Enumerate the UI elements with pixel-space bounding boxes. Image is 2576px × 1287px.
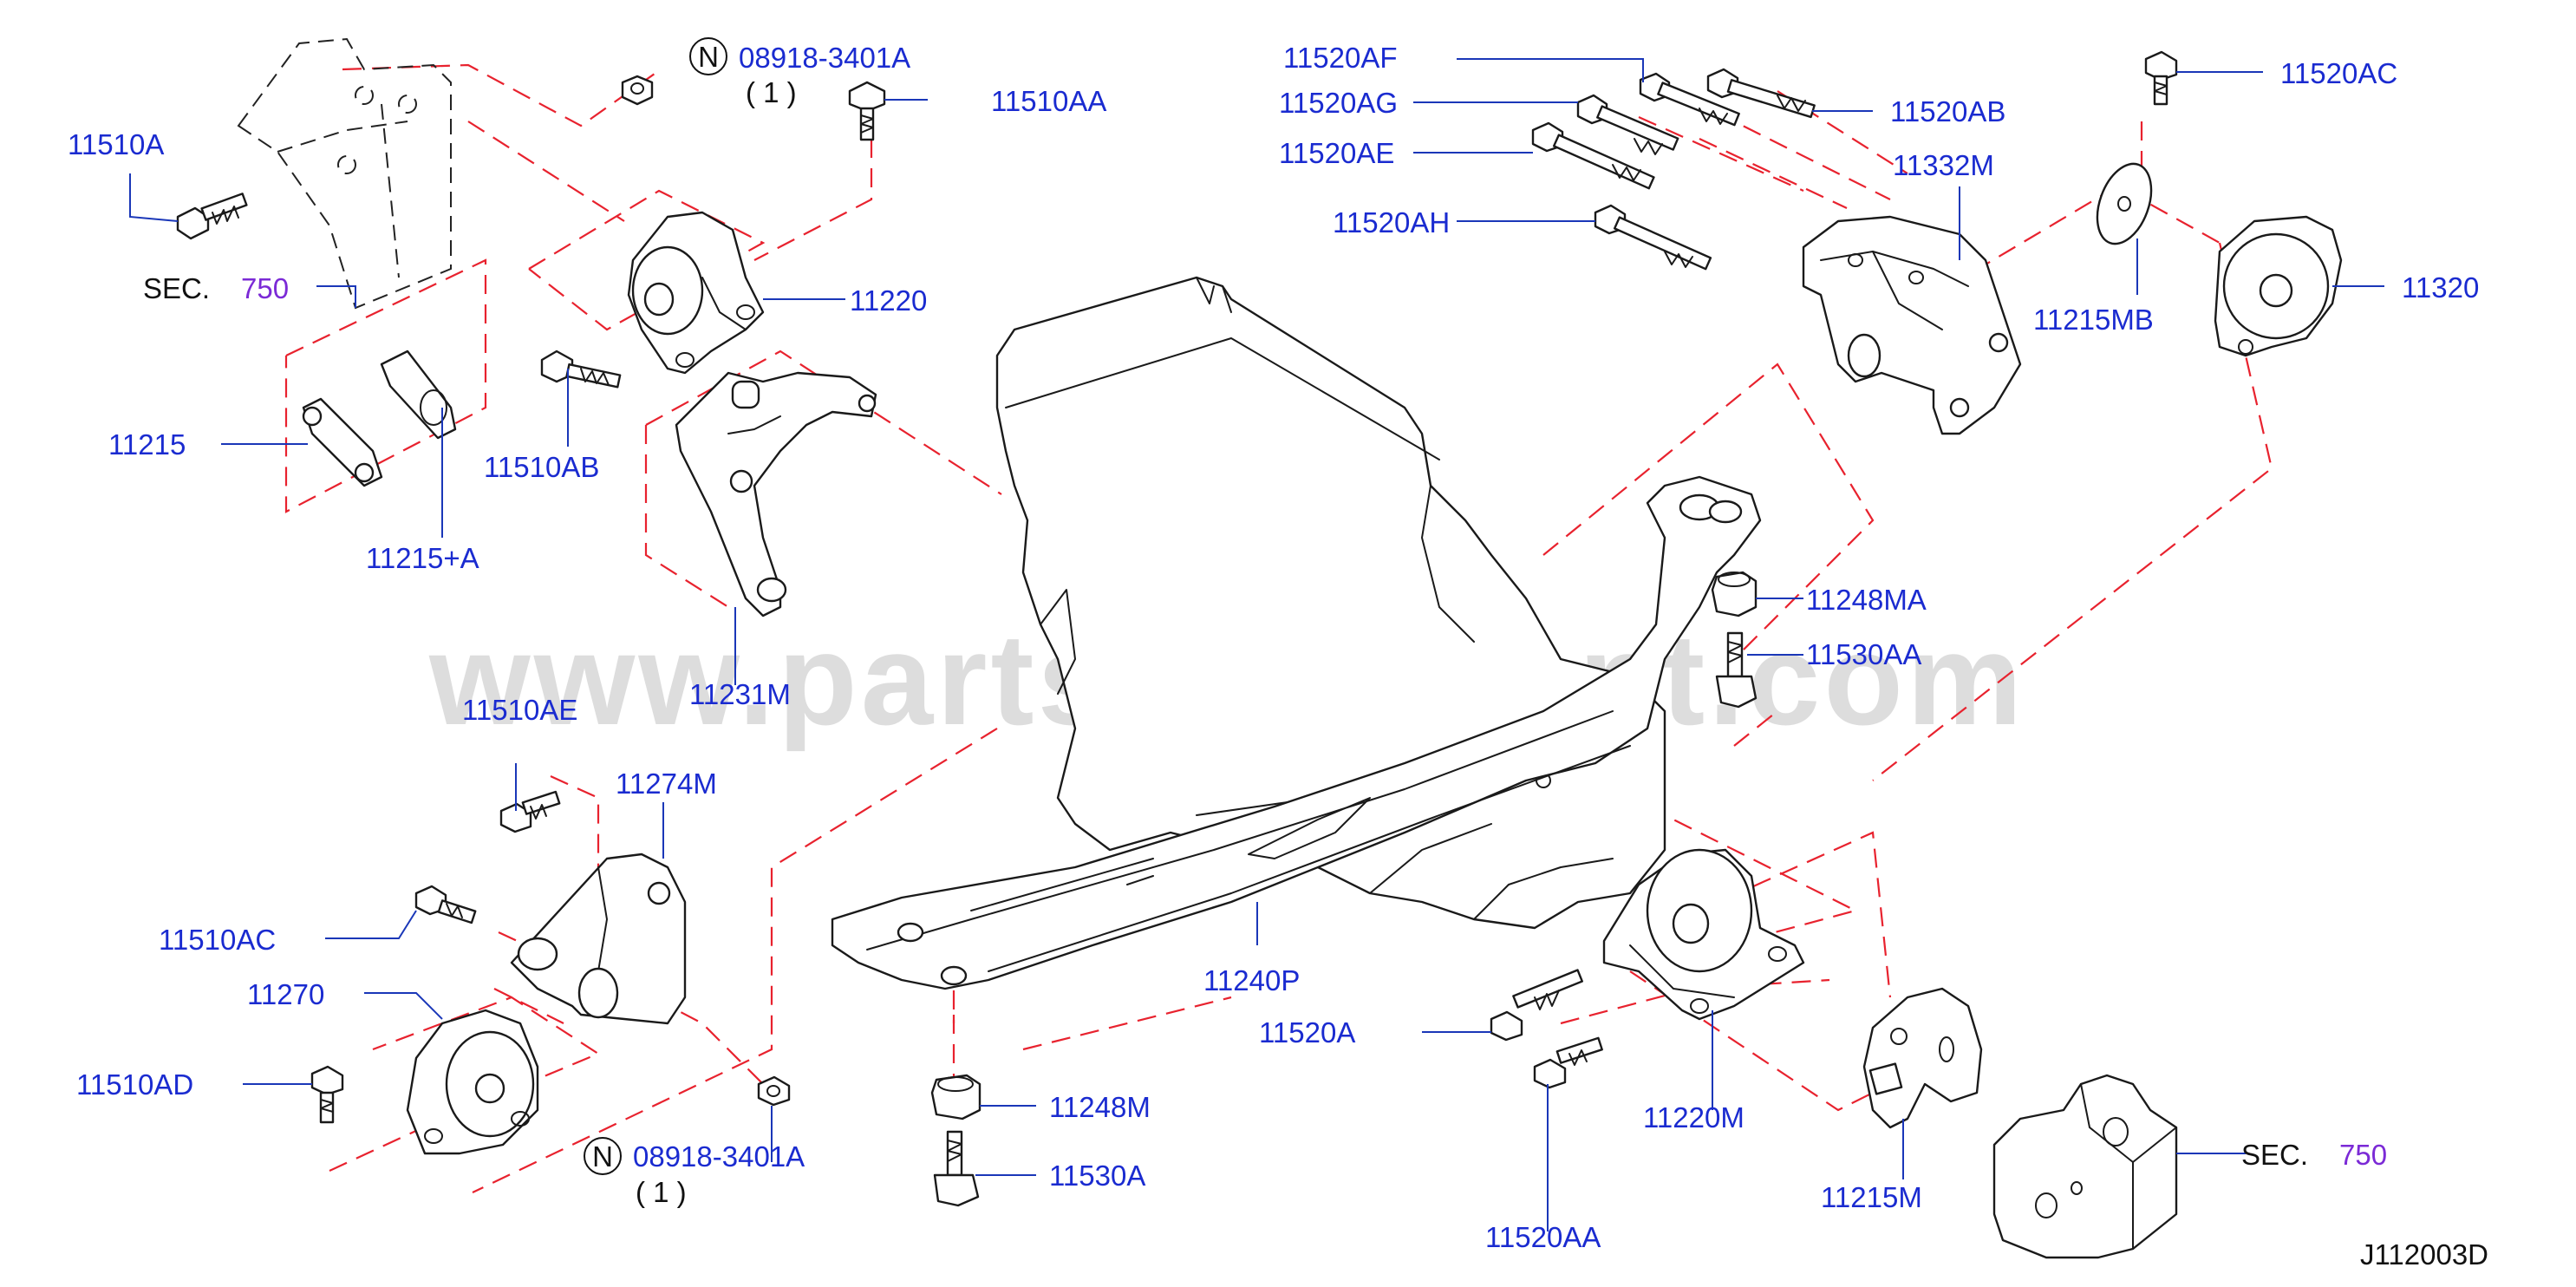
n-badge-top: N	[689, 37, 727, 75]
bracket-11231M	[675, 371, 877, 617]
plate-11215	[302, 397, 383, 487]
sec-750-reference-block	[1992, 1074, 2178, 1259]
insulator-11248M	[930, 1074, 981, 1120]
mount-11270	[406, 1009, 539, 1155]
label-11220: 11220	[850, 284, 927, 317]
bracket-11215M	[1862, 987, 1983, 1129]
label-11215: 11215	[108, 428, 186, 461]
mount-11220M	[1602, 848, 1805, 1021]
qty-bottom: ( 1 )	[636, 1176, 687, 1208]
label-11530AA: 11530AA	[1806, 638, 1921, 670]
label-11510AD: 11510AD	[76, 1068, 193, 1101]
label-11270: 11270	[247, 978, 324, 1010]
label-11231M: 11231M	[689, 678, 791, 710]
bolt-11510AC	[414, 885, 477, 924]
bolt-11510A	[176, 193, 248, 240]
label-11520AC: 11520AC	[2280, 57, 2397, 89]
bolt-11520AC	[2144, 50, 2178, 106]
label-11520AH: 11520AH	[1333, 206, 1450, 238]
diagram-code: J112003D	[2360, 1238, 2488, 1271]
label-11215M: 11215M	[1821, 1181, 1922, 1213]
label-11220M: 11220M	[1643, 1101, 1745, 1133]
bolt-11510AE	[499, 790, 561, 833]
label-11530A: 11530A	[1049, 1160, 1145, 1192]
label-11240P: 11240P	[1203, 964, 1300, 996]
label-11510AE: 11510AE	[462, 694, 577, 726]
label-11215A: 11215+A	[366, 542, 479, 574]
plate-11215A	[380, 350, 457, 440]
label-11510AC: 11510AC	[159, 924, 276, 956]
bracket-11274M	[510, 853, 687, 1025]
svg-text:N: N	[698, 41, 719, 73]
label-11510A: 11510A	[68, 128, 164, 160]
mount-11220	[627, 211, 765, 375]
sec-label-bottom-right: SEC.	[2241, 1139, 2308, 1171]
part-labels: 11510A 08918-3401A ( 1 ) 11510AA 11220 S…	[68, 42, 2488, 1271]
label-11520A: 11520A	[1259, 1016, 1355, 1049]
nut-08918-bottom	[757, 1075, 791, 1107]
label-11520AE: 11520AE	[1279, 137, 1394, 169]
sec-number-top-left: 750	[241, 272, 289, 304]
label-11510AB: 11510AB	[484, 451, 599, 483]
bolt-11510AB	[540, 350, 622, 389]
label-11520AG: 11520AG	[1279, 87, 1398, 119]
leader-lines	[129, 58, 2384, 1231]
label-11274M: 11274M	[616, 768, 717, 800]
bolt-11530A	[933, 1130, 980, 1207]
label-11248MA: 11248MA	[1806, 584, 1927, 616]
nut-08918-top	[621, 75, 654, 106]
label-11332M: 11332M	[1893, 149, 1994, 181]
label-08918-bottom: 08918-3401A	[633, 1140, 805, 1173]
n-badge-bottom: N	[584, 1137, 622, 1175]
label-11520AA: 11520AA	[1485, 1221, 1601, 1253]
label-11320: 11320	[2402, 271, 2479, 304]
insulator-11248MA	[1711, 571, 1758, 617]
label-11520AF: 11520AF	[1283, 42, 1397, 74]
bolt-11510AA	[848, 81, 886, 141]
qty-top: ( 1 )	[746, 76, 797, 108]
label-11248M: 11248M	[1049, 1091, 1151, 1123]
svg-text:N: N	[592, 1140, 613, 1173]
bolts-11520-group	[1531, 68, 1816, 271]
mount-11320	[2214, 215, 2343, 357]
sec-number-bottom-right: 750	[2339, 1139, 2387, 1171]
sec-label-top-left: SEC.	[143, 272, 210, 304]
bolt-11520A	[1490, 969, 1583, 1042]
bracket-11332M	[1802, 215, 2022, 435]
label-11510AA: 11510AA	[991, 85, 1106, 117]
bolt-11510AD	[310, 1065, 344, 1124]
crossmember-11240P	[831, 475, 1762, 990]
label-08918-top: 08918-3401A	[739, 42, 910, 74]
bolt-11530AA	[1715, 631, 1758, 709]
bolt-11520AA	[1533, 1036, 1603, 1089]
dashed-reference-bracket	[237, 37, 452, 310]
label-11215MB: 11215MB	[2033, 304, 2154, 336]
label-11520AB: 11520AB	[1890, 95, 2005, 127]
washer-11215MB	[2096, 162, 2153, 245]
